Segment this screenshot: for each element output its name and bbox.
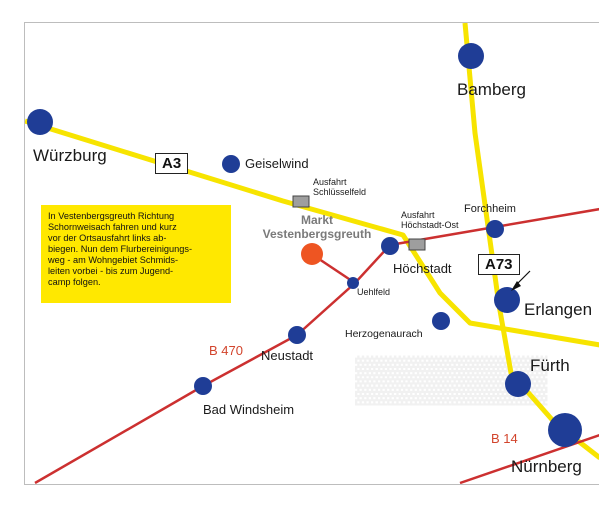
directions-line: leiten vorbei - bis zum Jugend- bbox=[48, 266, 174, 276]
destination-label-line2: Vestenbergsgreuth bbox=[262, 227, 372, 241]
highway-badge-a73: A73 bbox=[478, 254, 520, 275]
highway-badge-a3: A3 bbox=[155, 153, 189, 174]
city-label-herzogenaurach: Herzogenaurach bbox=[345, 328, 423, 340]
exit-label-schluesselfeld: Ausfahrt Schlüsselfeld bbox=[313, 177, 366, 197]
road-b14 bbox=[459, 434, 599, 484]
city-label-nuernberg: Nürnberg bbox=[511, 457, 582, 476]
road-label-b14: B 14 bbox=[491, 431, 518, 446]
exit-label-schluesselfeld-line1: Ausfahrt bbox=[313, 177, 347, 187]
dot-hoechstadt bbox=[381, 237, 399, 255]
city-label-forchheim: Forchheim bbox=[464, 203, 516, 215]
exit-marker-hoechstadt-ost bbox=[408, 238, 426, 251]
city-label-neustadt: Neustadt bbox=[261, 348, 314, 363]
dot-wuerzburg bbox=[27, 109, 53, 135]
directions-line: biegen. Nun dem Flurbereinigungs- bbox=[48, 244, 193, 254]
map-frame: ▓▓▓▓▓▓ A3 A73 Würzburg Bamberg G bbox=[24, 22, 599, 485]
directions-line: camp folgen. bbox=[48, 277, 101, 287]
city-label-wuerzburg: Würzburg bbox=[33, 146, 107, 165]
city-label-fuerth: Fürth bbox=[530, 356, 570, 375]
directions-line: Schornweisach fahren und kurz bbox=[48, 222, 177, 232]
directions-line: In Vestenbergsgreuth Richtung bbox=[48, 211, 175, 221]
exit-label-hoechstadt-ost-line2: Höchstadt-Ost bbox=[401, 220, 459, 230]
dot-bad-windsheim bbox=[194, 377, 212, 395]
dot-nuernberg bbox=[548, 413, 582, 447]
arrow-head-erlangen bbox=[511, 281, 521, 291]
dot-herzogenaurach bbox=[432, 312, 450, 330]
dot-uehlfeld bbox=[347, 277, 359, 289]
city-label-hoechstadt: Höchstadt bbox=[393, 261, 452, 276]
dot-neustadt bbox=[288, 326, 306, 344]
dot-vestenbergsgreuth bbox=[301, 243, 323, 265]
directions-line: vor der Ortsausfahrt links ab- bbox=[48, 233, 167, 243]
city-label-erlangen: Erlangen bbox=[524, 300, 593, 319]
road-network bbox=[25, 23, 599, 484]
dot-erlangen bbox=[494, 287, 520, 313]
dot-bamberg bbox=[458, 43, 484, 69]
destination-label: Markt Vestenbergsgreuth bbox=[247, 213, 387, 241]
destination-label-line1: Markt bbox=[300, 213, 333, 227]
exit-label-hoechstadt-ost: Ausfahrt Höchstadt-Ost bbox=[401, 210, 459, 230]
directions-note: In Vestenbergsgreuth Richtung Schornweis… bbox=[41, 205, 231, 303]
dot-forchheim bbox=[486, 220, 504, 238]
exit-label-schluesselfeld-line2: Schlüsselfeld bbox=[313, 187, 367, 197]
city-label-uehlfeld: Uehlfeld bbox=[357, 287, 391, 297]
city-label-bamberg: Bamberg bbox=[457, 80, 526, 99]
dot-fuerth bbox=[505, 371, 531, 397]
city-label-bad-windsheim: Bad Windsheim bbox=[203, 402, 295, 417]
dot-geiselwind bbox=[222, 155, 240, 173]
exit-marker-schluesselfeld bbox=[292, 195, 310, 208]
road-label-b470: B 470 bbox=[209, 343, 243, 358]
exit-label-hoechstadt-ost-line1: Ausfahrt bbox=[401, 210, 435, 220]
directions-line: weg - am Wohngebiet Schmids- bbox=[48, 255, 179, 265]
motorway-a3 bbox=[25, 118, 599, 348]
city-label-geiselwind: Geiselwind bbox=[245, 156, 309, 171]
